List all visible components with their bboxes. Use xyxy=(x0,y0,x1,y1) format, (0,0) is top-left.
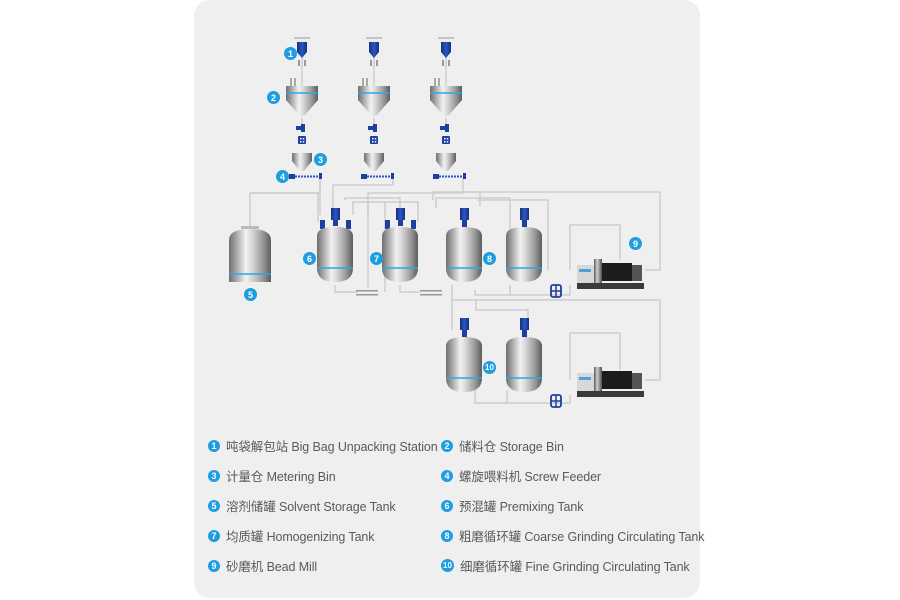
legend-item: 7 均质罐 Homogenizing Tank xyxy=(208,526,375,545)
marker-2: 2 xyxy=(267,91,280,104)
storage-bin xyxy=(430,78,462,116)
legend-label: 储料仓 Storage Bin xyxy=(459,440,564,454)
marker-6: 6 xyxy=(303,252,316,265)
unpacking-station xyxy=(438,37,454,66)
legend-label: 预混罐 Premixing Tank xyxy=(459,500,584,514)
legend-label: 吨袋解包站 Big Bag Unpacking Station xyxy=(226,440,438,454)
legend-item: 9 砂磨机 Bead Mill xyxy=(208,556,317,575)
legend-number-badge: 1 xyxy=(208,439,220,452)
marker-4: 4 xyxy=(276,170,289,183)
legend-item: 5 溶剂储罐 Solvent Storage Tank xyxy=(208,496,396,515)
legend-number-badge: 10 xyxy=(441,559,454,572)
screw-feeders xyxy=(289,173,466,179)
metering-bin xyxy=(364,124,384,171)
legend-number-badge: 2 xyxy=(441,439,453,452)
legend-label: 砂磨机 Bead Mill xyxy=(226,560,318,574)
legend-item: 2 储料仓 Storage Bin xyxy=(441,436,564,455)
storage-bin xyxy=(286,78,318,116)
unpacking-station xyxy=(294,37,310,66)
legend-number-badge: 4 xyxy=(441,469,453,482)
legend-item: 1 吨袋解包站 Big Bag Unpacking Station xyxy=(208,436,438,455)
metering-bin xyxy=(436,124,456,171)
marker-9: 9 xyxy=(629,237,642,250)
bead-mill xyxy=(577,367,644,397)
legend-number-badge: 3 xyxy=(208,469,220,482)
marker-3: 3 xyxy=(314,153,327,166)
marker-1: 1 xyxy=(284,47,297,60)
big-bag-unpacking-stations xyxy=(294,37,454,66)
legend-number-badge: 7 xyxy=(208,529,220,542)
legend-label: 均质罐 Homogenizing Tank xyxy=(226,530,375,544)
unpacking-station xyxy=(366,37,382,66)
legend-number-badge: 9 xyxy=(208,559,220,572)
metering-bins xyxy=(292,124,456,171)
storage-bins xyxy=(286,78,462,116)
marker-8: 8 xyxy=(483,252,496,265)
coarse-grinding-tank xyxy=(506,208,542,282)
marker-10: 10 xyxy=(483,361,496,374)
legend-label: 螺旋喂料机 Screw Feeder xyxy=(459,470,601,484)
legend-label: 溶剂储罐 Solvent Storage Tank xyxy=(226,500,396,514)
legend-number-badge: 5 xyxy=(208,499,220,512)
screw-feeder xyxy=(433,173,466,179)
fine-grinding-tank xyxy=(446,318,482,392)
premixing-tank xyxy=(317,208,353,282)
legend-item: 3 计量仓 Metering Bin xyxy=(208,466,336,485)
legend-item: 8 粗磨循环罐 Coarse Grinding Circulating Tank xyxy=(441,526,704,545)
screw-feeder xyxy=(361,173,394,179)
storage-bin xyxy=(358,78,390,116)
legend-label: 计量仓 Metering Bin xyxy=(226,470,336,484)
screw-feeder xyxy=(289,173,322,179)
legend-item: 4 螺旋喂料机 Screw Feeder xyxy=(441,466,601,485)
marker-5: 5 xyxy=(244,288,257,301)
legend-number-badge: 6 xyxy=(441,499,453,512)
legend-item: 10 细磨循环罐 Fine Grinding Circulating Tank xyxy=(441,556,690,575)
bottom-valve xyxy=(356,290,442,296)
legend-item: 6 预混罐 Premixing Tank xyxy=(441,496,584,515)
marker-7: 7 xyxy=(370,252,383,265)
legend-number-badge: 8 xyxy=(441,529,453,542)
legend-label: 粗磨循环罐 Coarse Grinding Circulating Tank xyxy=(459,530,705,544)
legend-label: 细磨循环罐 Fine Grinding Circulating Tank xyxy=(460,560,690,574)
homogenizing-tank xyxy=(382,208,418,282)
bead-mill xyxy=(577,259,644,289)
coarse-grinding-tank xyxy=(446,208,482,282)
metering-bin xyxy=(292,124,312,171)
circulation-pump xyxy=(550,394,562,408)
solvent-storage-tank xyxy=(229,226,271,282)
circulation-pump xyxy=(550,284,562,298)
fine-grinding-tank xyxy=(506,318,542,392)
